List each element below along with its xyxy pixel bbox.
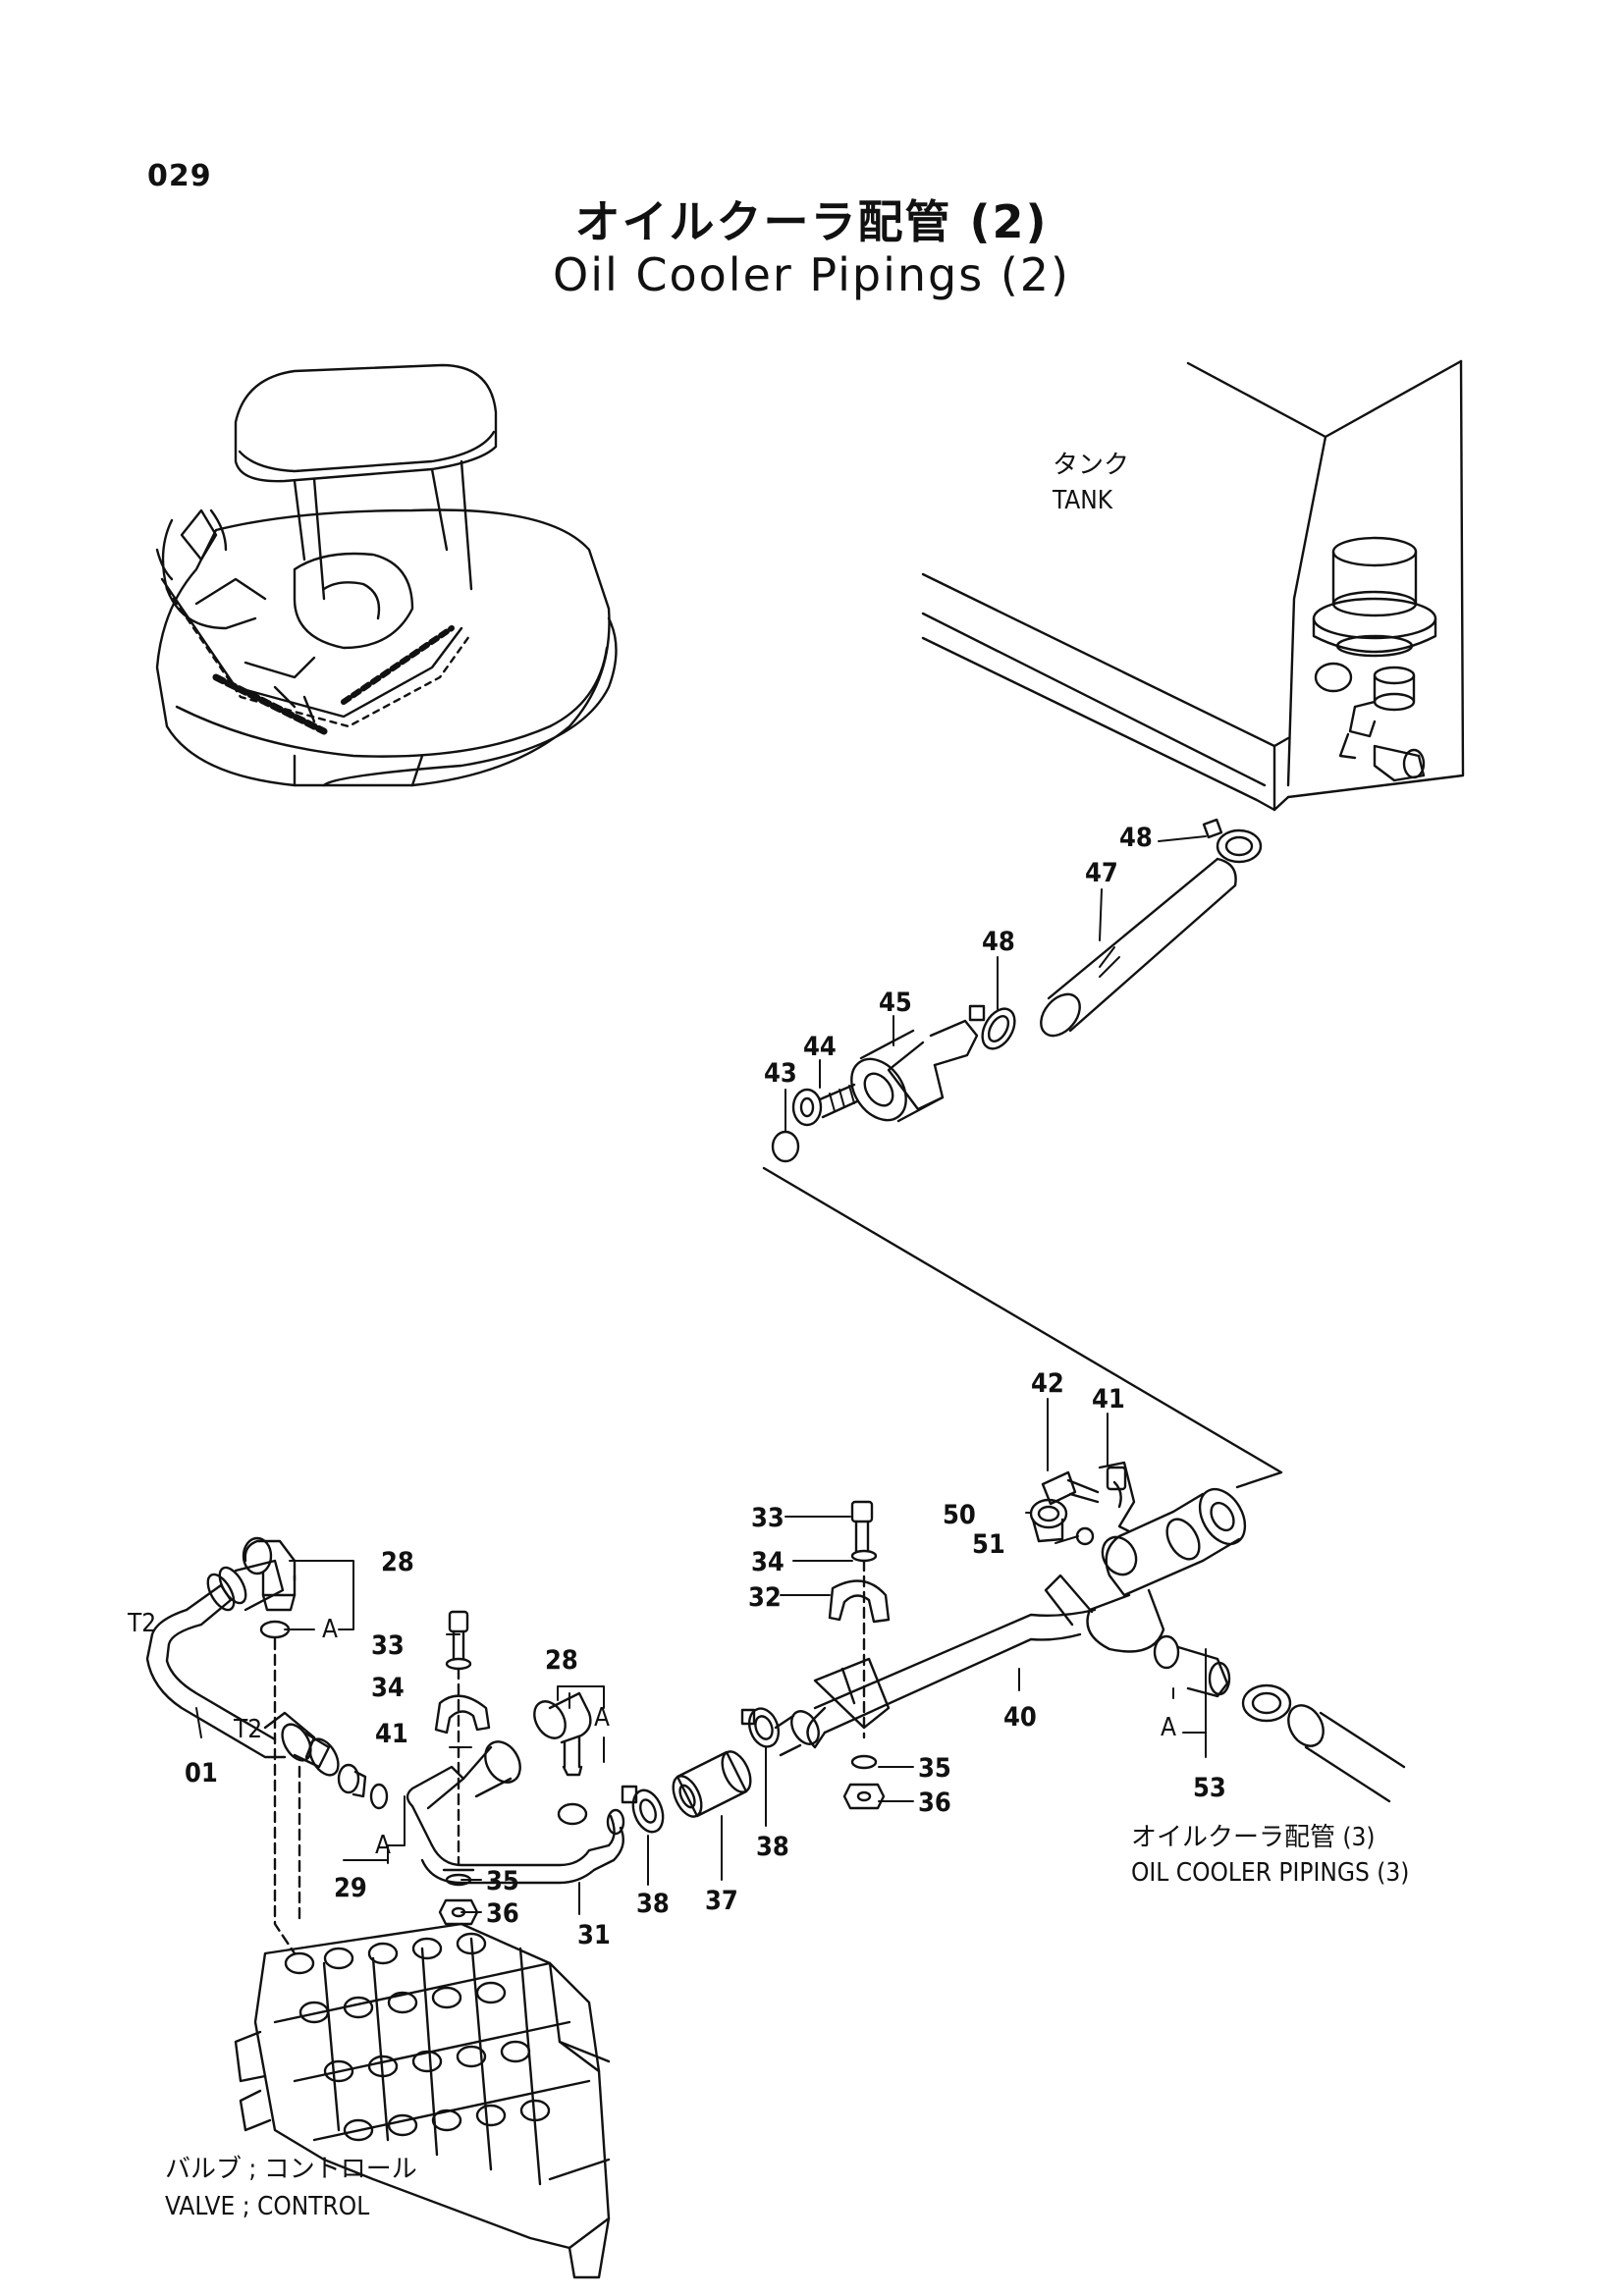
callout-01: 01: [185, 1758, 218, 1789]
callout-28-center: 28: [545, 1645, 578, 1676]
callout-48: 48: [982, 927, 1015, 957]
callout-53: 53: [1193, 1773, 1226, 1803]
page-title-jp: オイルクーラ配管 (2): [574, 195, 1049, 248]
ref-mark-a-right: A: [1161, 1713, 1176, 1742]
callout-43: 43: [764, 1058, 797, 1089]
callout-40: 40: [1003, 1702, 1037, 1733]
callout-38-left: 38: [636, 1889, 670, 1919]
callout-36-right: 36: [918, 1788, 951, 1818]
tank-label-jp: タンク: [1053, 451, 1129, 480]
port-label-t2-bottom: T2: [233, 1715, 262, 1744]
callout-45: 45: [879, 988, 912, 1018]
callout-41-right: 41: [1092, 1384, 1125, 1415]
callout-36-left: 36: [486, 1898, 519, 1929]
callout-32: 32: [748, 1582, 782, 1613]
callout-33-right: 33: [751, 1503, 784, 1533]
hose-37-assembly: [621, 1750, 752, 1834]
callout-labels: 48 47 48 45 44 43 42 41 50 51 33 34 32 4…: [127, 823, 1409, 2221]
pipe-01-assembly: [145, 1536, 389, 1955]
ref-mark-a-center: A: [594, 1703, 610, 1733]
callout-35-right: 35: [918, 1753, 951, 1784]
valve-label-en: VALVE ; CONTROL: [165, 2192, 369, 2221]
callout-34-right: 34: [751, 1547, 784, 1577]
upper-hose-assembly: [762, 818, 1283, 1489]
callout-35-left: 35: [486, 1866, 519, 1896]
callout-47: 47: [1085, 858, 1118, 888]
machine-overview-illustration: [155, 363, 618, 787]
next-diagram-label-en: OIL COOLER PIPINGS (3): [1131, 1858, 1409, 1888]
page-title-en: Oil Cooler Pipings (2): [553, 248, 1070, 301]
callout-31: 31: [577, 1920, 611, 1950]
ref-mark-a-top-left: A: [322, 1615, 338, 1644]
oil-cooler-pipe-group: [740, 1461, 1406, 1810]
callout-48-top: 48: [1119, 823, 1153, 853]
callout-37: 37: [705, 1886, 738, 1916]
callout-44: 44: [803, 1032, 837, 1062]
tank-label-en: TANK: [1052, 486, 1113, 515]
callout-33-left: 33: [371, 1630, 405, 1661]
control-valve-illustration: [234, 1922, 611, 2279]
callout-38-right: 38: [756, 1832, 789, 1862]
callout-41-left: 41: [375, 1719, 408, 1749]
callout-29: 29: [334, 1873, 367, 1903]
callout-34-left: 34: [371, 1673, 405, 1703]
callout-51: 51: [972, 1529, 1005, 1560]
next-diagram-label-jp: オイルクーラ配管 (3): [1131, 1823, 1376, 1852]
callout-42: 42: [1031, 1368, 1064, 1399]
hydraulic-tank: タンク TANK: [921, 359, 1465, 812]
valve-label-jp: バルブ ; コントロール: [165, 2155, 417, 2184]
ref-mark-a-bottom-left: A: [375, 1831, 391, 1860]
callout-28-left: 28: [381, 1547, 414, 1577]
port-label-t2-top: T2: [127, 1609, 156, 1638]
leader-lines: [195, 835, 1207, 1915]
callout-50: 50: [943, 1500, 976, 1530]
page-number: 029: [147, 159, 212, 193]
